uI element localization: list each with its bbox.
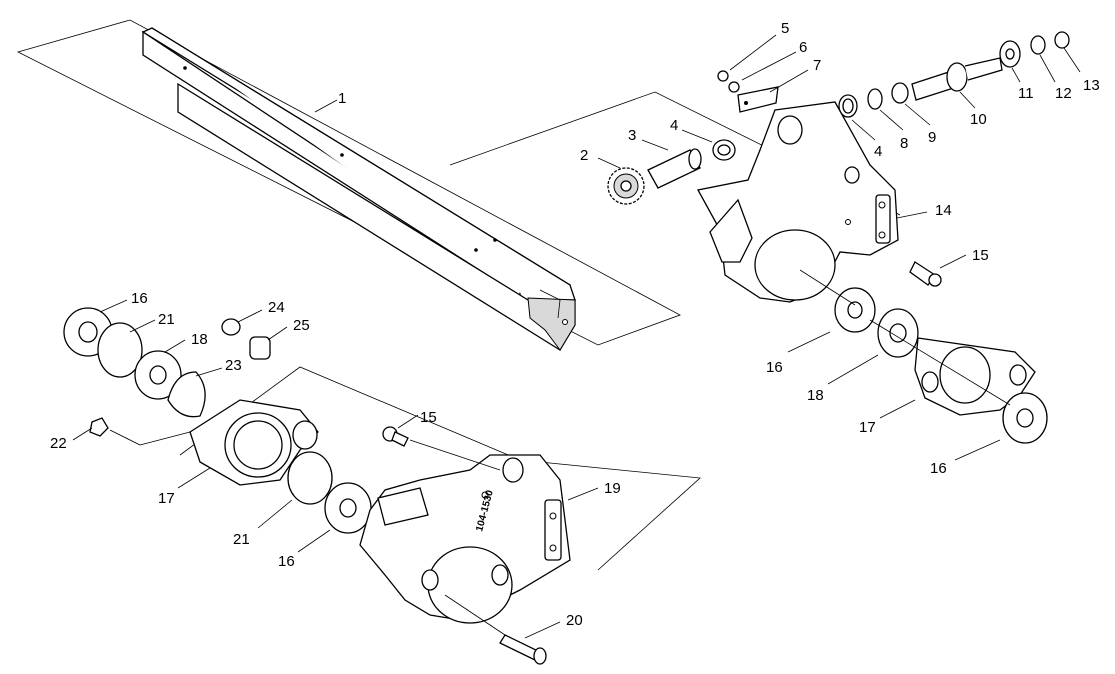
callout-4-right: 4 [874,143,882,160]
ring-part-8 [867,88,883,110]
bolt-part-15-left [382,426,409,447]
callout-22: 22 [50,435,67,452]
callout-17-left: 17 [158,490,175,507]
nut-part-13 [1054,31,1070,49]
ring-part-21-left-lower [287,451,333,505]
bearing-part-16-right-lower [1002,392,1048,444]
spacer-part-25 [249,336,271,360]
callout-2: 2 [580,147,588,164]
pin-part-10 [911,57,1003,101]
spring-part-12 [1030,35,1046,55]
bearing-part-18-left [134,350,182,400]
pin-part-20 [499,634,547,665]
callout-8: 8 [900,135,908,152]
leader-lines [72,34,1081,639]
callout-16-right-upper: 16 [766,359,783,376]
callout-25: 25 [293,317,310,334]
callout-21-lower: 21 [233,531,250,548]
bearing-part-16-left-lower [324,482,372,534]
ring-part-21-left-upper [97,322,143,378]
callout-16-left-lower: 16 [278,553,295,570]
callout-24: 24 [268,299,285,316]
housing-part-19: 104-1530 [359,454,571,624]
callout-16-right-lower: 16 [930,460,947,477]
callout-16-left: 16 [131,290,148,307]
callout-labels: 1 2 3 4 5 6 7 4 8 9 10 11 12 13 14 15 16… [50,20,1100,629]
flange-part-17-right [914,337,1036,416]
callout-11: 11 [1018,85,1034,102]
washer-part-11 [999,40,1021,68]
beam-part-1 [141,27,576,351]
callout-17-right: 17 [859,419,876,436]
bearing-part-18-right [877,308,919,358]
callout-3: 3 [628,127,636,144]
callout-13: 13 [1083,77,1100,94]
ring-part-9 [891,82,909,104]
callout-4-left: 4 [670,117,678,134]
callout-5: 5 [781,20,789,37]
callout-15-right: 15 [972,247,989,264]
flange-part-17-left [189,399,319,486]
bushing-part-4-left [712,139,736,161]
ring-part-23 [167,371,206,418]
gear-part-2 [607,167,645,205]
callout-6: 6 [799,39,807,56]
callout-12: 12 [1055,85,1072,102]
callout-19: 19 [604,480,621,497]
fastener-part-5 [717,70,729,82]
callout-23: 23 [225,357,242,374]
callout-18-right: 18 [807,387,824,404]
callout-1: 1 [338,90,346,107]
callout-9: 9 [928,129,936,146]
callout-20: 20 [566,612,583,629]
callout-7: 7 [813,57,821,74]
bolt-part-15-right [909,261,942,287]
callout-10: 10 [970,111,987,128]
callout-15-left: 15 [420,409,437,426]
shaft-part-3 [647,148,702,189]
bushing-part-4-right [838,94,858,118]
bearing-part-16-right-upper [834,287,876,333]
callout-21-upper: 21 [158,311,175,328]
sleeve-part-24 [221,318,241,336]
nut-part-22 [89,417,109,437]
washer-part-6 [728,81,740,93]
callout-18-left: 18 [191,331,208,348]
housing-part-14 [697,101,899,303]
plate-part-7 [737,86,779,113]
callout-14: 14 [935,202,952,219]
